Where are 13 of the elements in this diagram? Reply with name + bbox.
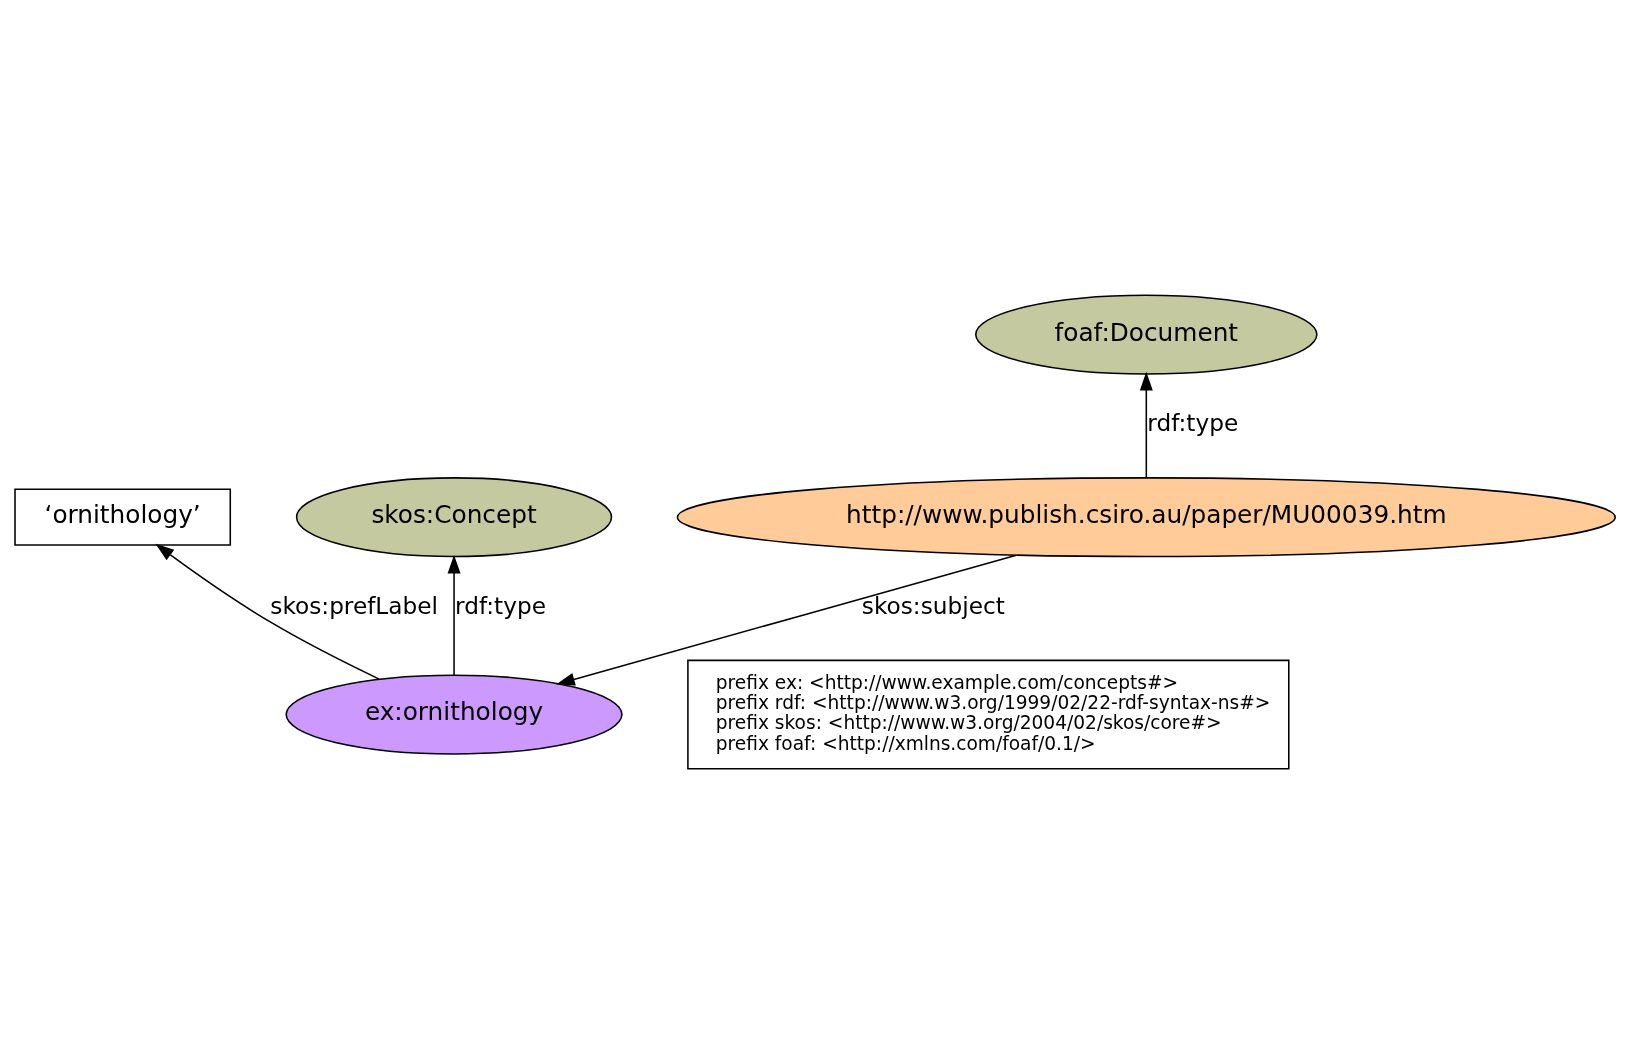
edge-label: rdf:type [455,591,546,619]
node-ellipse: http://www.publish.csiro.au/paper/MU00039.htm [676,476,1616,557]
arrow [447,554,461,676]
node-box: prefix ex: <http://www.example.com/concepts#> prefix rdf: <http://www.w3.org/1999/02/22-rdf-syntax-ns#> prefix skos: <http://www.w3.org/2004/02/skos/core#> prefix foaf: <http://xmlns.com/foaf/0.1/> [687,659,1290,770]
node-ellipse: skos:Concept [295,476,613,557]
node-ellipse: foaf:Document [975,294,1318,375]
edge-label: skos:prefLabel [270,591,439,619]
edge-label: skos:subject [861,591,1005,619]
arrow [155,543,380,680]
edge-label: rdf:type [1147,408,1239,436]
node-box: ‘ornithology’ [14,488,232,546]
arrow [556,554,1017,686]
arrow [1139,371,1153,478]
